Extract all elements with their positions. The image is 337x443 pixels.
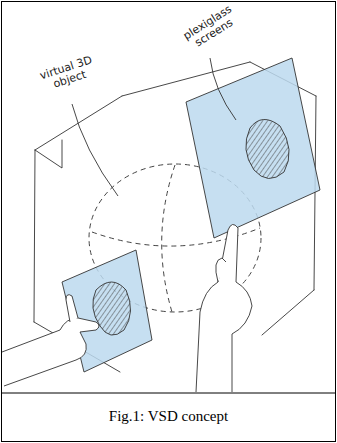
cross-section bbox=[246, 119, 289, 178]
box-edge bbox=[262, 290, 314, 335]
box-edge bbox=[34, 150, 35, 322]
left-hand bbox=[2, 318, 99, 386]
right-thumb bbox=[216, 258, 226, 282]
object-contour bbox=[162, 165, 175, 312]
figure-caption: Fig.1: VSD concept bbox=[2, 407, 335, 425]
annotation-label: virtual 3D object bbox=[34, 53, 102, 96]
annotation-label: plexiglass screens bbox=[175, 0, 247, 57]
hands bbox=[2, 224, 252, 392]
left-thumb bbox=[66, 295, 78, 322]
right-hand bbox=[196, 224, 252, 392]
box-edge bbox=[35, 140, 62, 168]
plexiglass-screen bbox=[186, 58, 320, 238]
leader-line bbox=[210, 58, 236, 120]
box-edge bbox=[35, 96, 122, 150]
leader-line bbox=[72, 104, 118, 196]
caption-rule bbox=[2, 393, 336, 394]
